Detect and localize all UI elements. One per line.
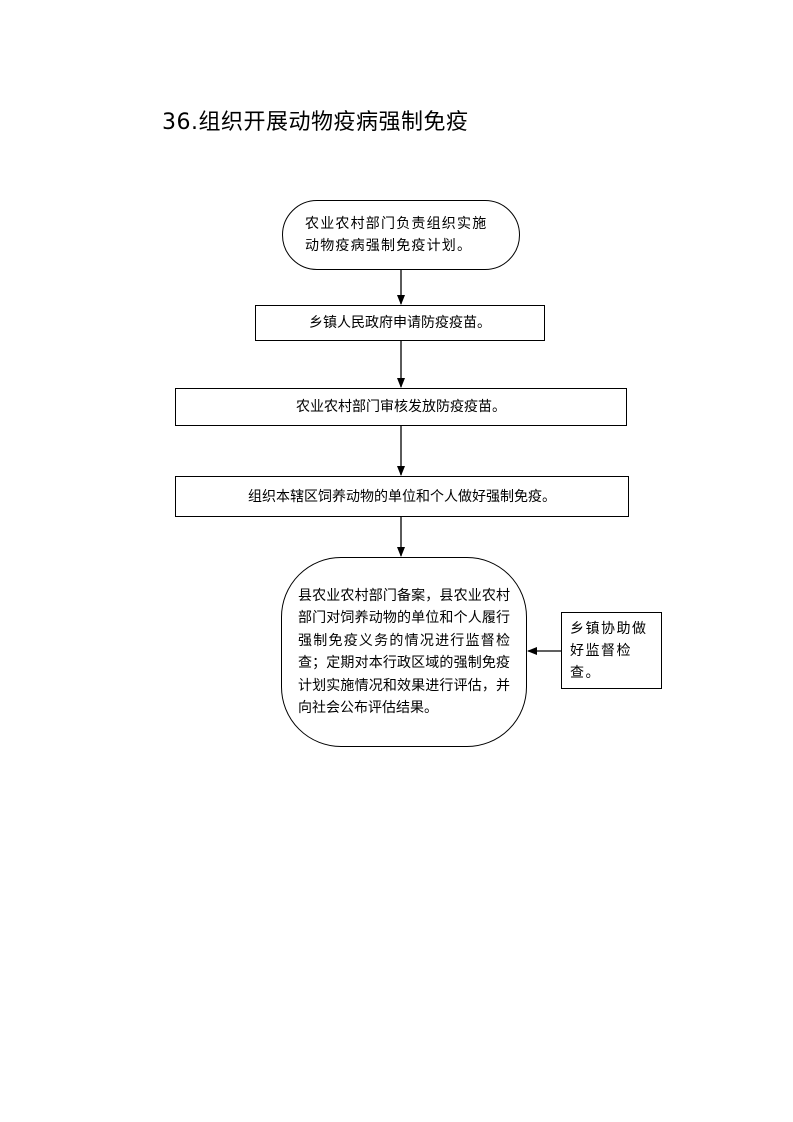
node-review-vaccine-text: 农业农村部门审核发放防疫疫苗。 (296, 399, 506, 415)
node-supervise: 县农业农村部门备案，县农业农村部门对饲养动物的单位和个人履行强制免疫义务的情况进… (281, 557, 527, 747)
node-apply-vaccine: 乡镇人民政府申请防疫疫苗。 (255, 305, 545, 341)
page-title: 36.组织开展动物疫病强制免疫 (162, 110, 469, 135)
node-plan-text: 农业农村部门负责组织实施动物疫病强制免疫计划。 (305, 216, 488, 254)
node-supervise-text: 县农业农村部门备案，县农业农村部门对饲养动物的单位和个人履行强制免疫义务的情况进… (298, 587, 510, 717)
node-assist-supervision-text: 乡镇协助做好监督检查。 (570, 620, 648, 681)
node-apply-vaccine-text: 乡镇人民政府申请防疫疫苗。 (309, 315, 491, 331)
node-plan: 农业农村部门负责组织实施动物疫病强制免疫计划。 (282, 200, 520, 270)
node-organize-immunization-text: 组织本辖区饲养动物的单位和个人做好强制免疫。 (248, 488, 556, 505)
node-review-vaccine: 农业农村部门审核发放防疫疫苗。 (175, 388, 627, 426)
node-organize-immunization: 组织本辖区饲养动物的单位和个人做好强制免疫。 (175, 476, 629, 517)
node-assist-supervision: 乡镇协助做好监督检查。 (561, 612, 662, 689)
